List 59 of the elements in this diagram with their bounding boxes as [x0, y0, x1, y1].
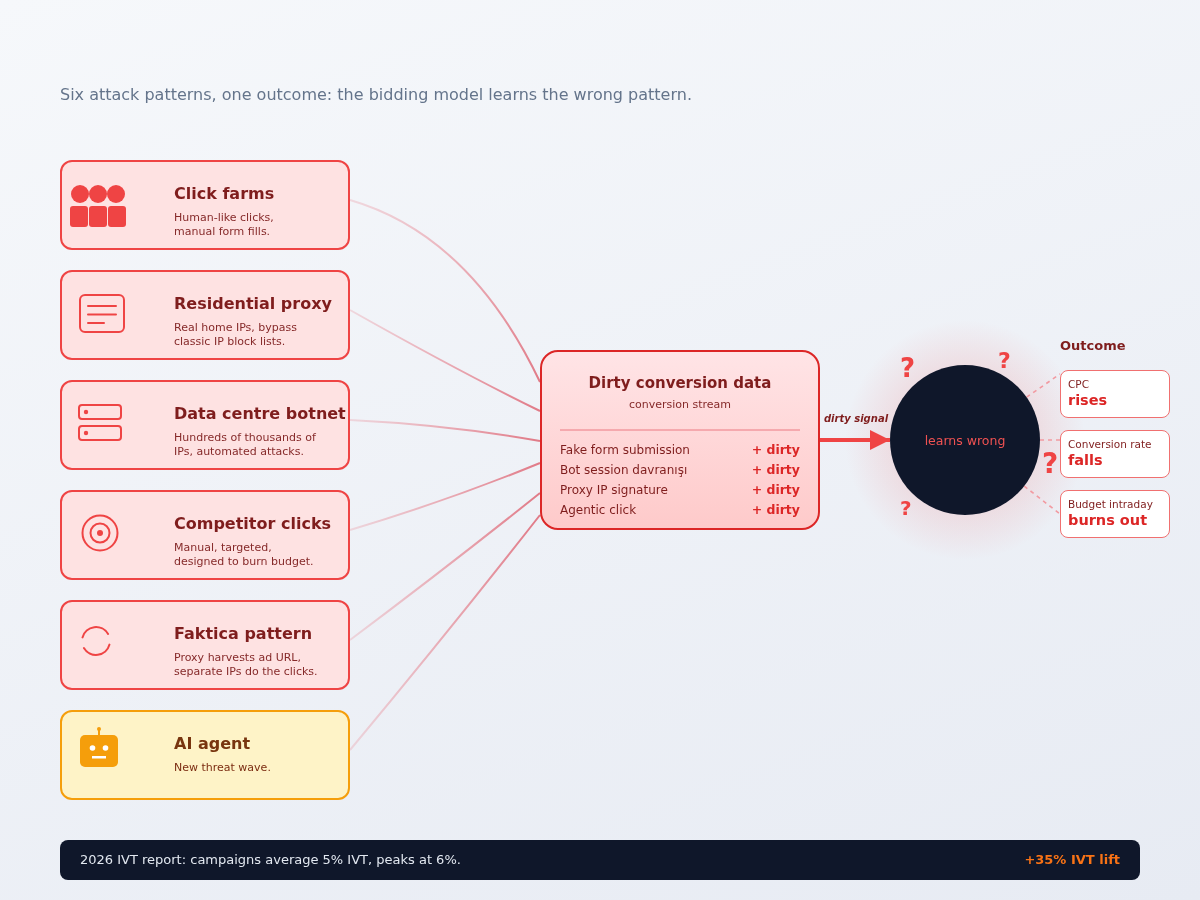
question-mark: ? — [1042, 450, 1059, 478]
dashed-connector — [1023, 485, 1061, 515]
card-title: Residential proxy — [174, 294, 333, 314]
card-description: New threat wave. — [174, 761, 272, 775]
card-description: Manual, targeted, designed to burn budget. — [174, 541, 315, 569]
connector-line — [349, 309, 541, 412]
footer-banner — [60, 840, 1140, 880]
question-mark: ? — [998, 350, 1011, 372]
metric-value: burns out — [1068, 511, 1148, 529]
outcome-card — [1060, 490, 1170, 538]
metric-label: Conversion rate — [1068, 438, 1152, 451]
metric-value: rises — [1068, 391, 1108, 409]
footer-text: 2026 IVT report: campaigns average 5% IVT, peaks at 6%. — [80, 852, 461, 868]
card-title: AI agent — [174, 734, 252, 754]
outcome-card — [1060, 430, 1170, 478]
row-value: + dirty — [751, 462, 800, 478]
row-value: + dirty — [751, 482, 800, 498]
card-title: Faktica pattern — [174, 624, 314, 644]
box-title: Dirty conversion data — [587, 373, 773, 393]
metric-label: CPC — [1068, 378, 1089, 391]
connector-line — [349, 419, 541, 442]
subtitle: Six attack patterns, one outcome: the bidding model learns the wrong pattern. — [60, 85, 692, 105]
circle-label: learns wrong — [924, 431, 1006, 449]
attack-card — [60, 600, 350, 690]
footer-stat: +35% IVT lift — [1024, 852, 1120, 868]
attack-card — [60, 490, 350, 580]
connector-line — [349, 492, 541, 641]
card-description: Real home IPs, bypass classic IP block lists. — [174, 321, 298, 349]
outcome-card — [1060, 370, 1170, 418]
box-subtitle: conversion stream — [627, 398, 733, 412]
metric-value: falls — [1068, 451, 1103, 469]
question-mark: ? — [900, 355, 916, 381]
attack-card — [60, 160, 350, 250]
connector-line — [349, 199, 541, 383]
row-label: Proxy IP signature — [560, 482, 668, 498]
metric-label: Budget intraday — [1068, 498, 1153, 511]
row-label: Fake form submission — [560, 442, 690, 458]
card-description: Hundreds of thousands of IPs, automated attacks. — [174, 431, 317, 459]
row-value: + dirty — [751, 442, 800, 458]
data-box — [540, 350, 820, 530]
card-title: Click farms — [174, 184, 276, 204]
row-label: Bot session davranışı — [560, 462, 688, 478]
attack-card — [60, 380, 350, 470]
row-value: + dirty — [751, 502, 800, 518]
edge-label: dirty signal — [823, 412, 889, 425]
attack-card — [60, 270, 350, 360]
dashed-connector — [1039, 439, 1061, 441]
card-title: Competitor clicks — [174, 514, 333, 534]
attack-card — [60, 710, 350, 800]
card-description: Proxy harvests ad URL, separate IPs do the clicks. — [174, 651, 319, 679]
arrow — [820, 430, 890, 450]
card-title: Data centre botnet — [174, 404, 346, 424]
card-description: Human-like clicks, manual form fills. — [174, 211, 275, 239]
dashed-connector — [1025, 373, 1061, 398]
connector-line — [349, 514, 541, 751]
section-heading: Outcome — [1060, 338, 1126, 354]
connector-line — [349, 462, 541, 531]
row-label: Agentic click — [560, 502, 637, 518]
question-mark: ? — [900, 498, 912, 518]
